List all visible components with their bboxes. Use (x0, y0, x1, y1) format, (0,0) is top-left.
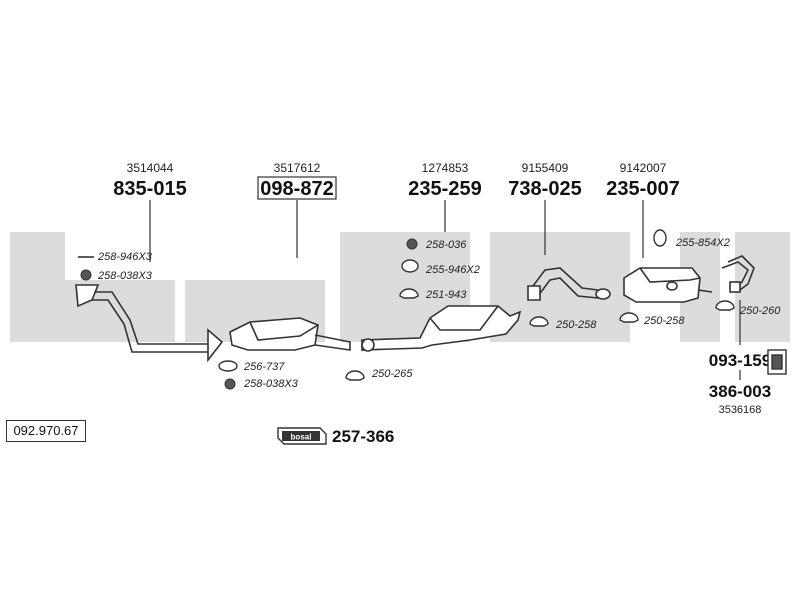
p4-oe: 9155409 (522, 161, 569, 175)
clamp-icon (715, 300, 735, 311)
accessory-a8[interactable]: 251-943 (399, 288, 467, 301)
accessory-a1[interactable]: 258-946X3 (78, 251, 153, 263)
nut-icon (80, 269, 92, 281)
accessory-a9[interactable]: 250-258 (529, 316, 597, 331)
clamp-icon (399, 288, 419, 299)
accessory-a3[interactable]: 256-737 (218, 360, 285, 373)
clamp-icon (619, 312, 639, 323)
a4-label: 258-038X3 (243, 378, 299, 390)
rear-silencer[interactable] (623, 267, 713, 303)
rubber-ring-icon (653, 229, 667, 247)
gasket-icon (218, 360, 238, 372)
a6-label: 258-036 (425, 239, 467, 251)
a1-label: 258-946X3 (97, 251, 153, 263)
accessory-a2[interactable]: 258-038X3 (80, 269, 153, 282)
front-pipe[interactable] (75, 284, 224, 363)
a7-label: 255-946X2 (425, 264, 480, 276)
p1-oe: 3514044 (127, 161, 174, 175)
rubber-ring-icon (401, 259, 419, 273)
a12-label: 250-260 (739, 305, 781, 317)
a11-label: 255-854X2 (675, 237, 730, 249)
a5-label: 250-265 (371, 368, 413, 380)
kit-logo: bosal (291, 433, 312, 442)
clamp-icon (345, 370, 365, 381)
clamp-icon (529, 316, 549, 327)
a9-label: 250-258 (555, 319, 597, 331)
p3-oe: 1274853 (422, 161, 469, 175)
kit-logo-plate (282, 431, 320, 441)
accessory-a5[interactable]: 250-265 (345, 368, 413, 381)
accessory-a12[interactable]: 250-260 (715, 300, 781, 317)
p7-oe: 3536168 (719, 404, 762, 416)
accessory-a6[interactable]: 258-036 (406, 238, 467, 251)
nut-icon (406, 238, 418, 250)
nut-icon (224, 378, 236, 390)
p4-number[interactable]: 738-025 (508, 178, 581, 200)
a8-label: 251-943 (425, 289, 467, 301)
rubber-mount-icon[interactable] (767, 349, 787, 375)
p6-number[interactable]: 093-159 (709, 351, 771, 370)
a10-label: 250-258 (643, 315, 685, 327)
middle-silencer[interactable] (361, 305, 522, 352)
a2-label: 258-038X3 (97, 270, 153, 282)
p2-number-box (257, 176, 337, 200)
p5-number[interactable]: 235-007 (606, 178, 679, 200)
catalyst[interactable] (229, 317, 351, 351)
accessory-a7[interactable]: 255-946X2 (401, 259, 480, 276)
a3-label: 256-737 (243, 361, 285, 373)
tail-pipe[interactable] (721, 255, 755, 293)
kit-number: 257-366 (332, 427, 394, 446)
catalog-reference: 092.970.67 (6, 420, 86, 442)
accessory-a10[interactable]: 250-258 (619, 312, 685, 327)
p3-number[interactable]: 235-259 (408, 178, 481, 200)
p1-number[interactable]: 835-015 (113, 178, 186, 200)
accessory-a4[interactable]: 258-038X3 (224, 378, 299, 390)
p7-number[interactable]: 386-003 (709, 382, 771, 401)
mounting-kit[interactable]: bosal 257-366 (277, 427, 394, 446)
p5-oe: 9142007 (620, 161, 667, 175)
p2-oe: 3517612 (274, 161, 321, 175)
accessory-a11[interactable]: 255-854X2 (653, 229, 730, 249)
intermediate-pipe[interactable] (527, 267, 611, 301)
p2-number[interactable]: 098-872 (260, 178, 333, 200)
